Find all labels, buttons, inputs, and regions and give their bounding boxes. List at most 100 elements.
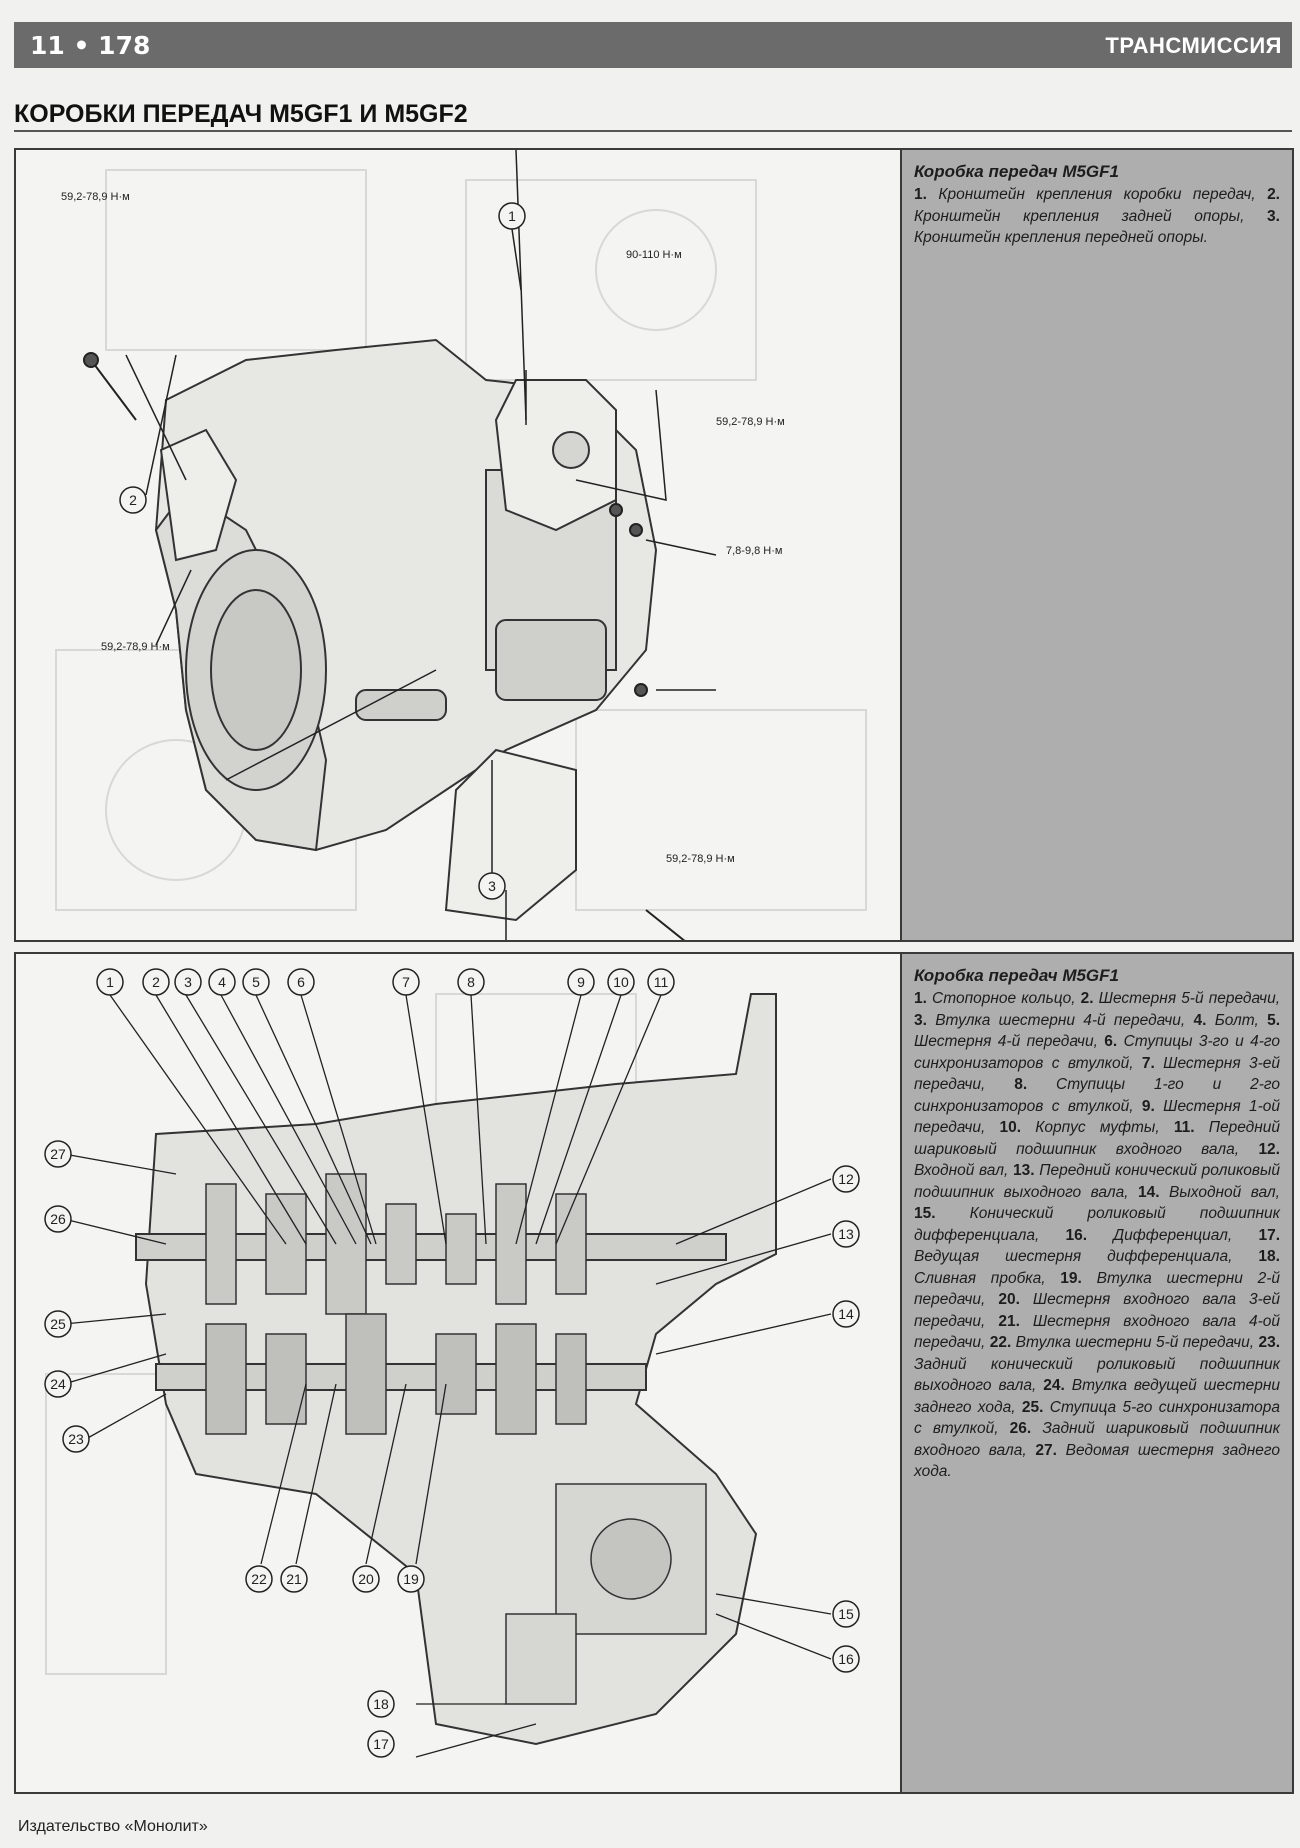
caption-item-number: 27. — [1035, 1441, 1057, 1459]
page-title: КОРОБКИ ПЕРЕДАЧ M5GF1 И M5GF2 — [14, 100, 468, 128]
caption-item-number: 6. — [1104, 1033, 1118, 1050]
caption-item-number: 1. — [914, 990, 927, 1007]
caption-item-number: 4. — [1193, 1011, 1207, 1029]
caption-item-number: 17. — [1258, 1226, 1281, 1244]
caption-item-number: 13. — [1012, 1162, 1035, 1179]
callout-number: 15 — [838, 1606, 854, 1622]
callout-number: 20 — [358, 1571, 374, 1587]
caption-item-text: Кронштейн крепления передней опоры. — [914, 229, 1208, 246]
torque-label: 59,2-78,9 Н·м — [666, 853, 735, 865]
torque-label: 90-110 Н·м — [626, 249, 682, 261]
callout-number: 2 — [129, 492, 137, 508]
caption-item-text: Ступицы 3-го и 4-го синхронизаторов с вт… — [914, 1033, 1280, 1072]
callout-number: 7 — [402, 974, 410, 990]
caption-item-text: Кронштейн крепления коробки передач, — [938, 186, 1256, 203]
caption-item-text: Задний шариковый подшипник входного вала… — [914, 1420, 1280, 1459]
callout-number: 10 — [613, 974, 629, 990]
caption-item-number: 2. — [1267, 186, 1280, 203]
callout-number: 19 — [403, 1571, 419, 1587]
caption-item-number: 1. — [914, 186, 927, 203]
caption-item-text: Втулка шестерни 2-й передачи, — [914, 1269, 1281, 1309]
callout-number: 2 — [152, 974, 160, 990]
caption-item-text: Кронштейн крепления задней опоры, — [914, 207, 1245, 225]
caption-item-number: 23. — [1258, 1334, 1281, 1351]
caption-item-number: 5. — [1267, 1011, 1281, 1029]
torque-label: 59,2-78,9 Н·м — [716, 416, 785, 428]
caption-item-text: Стопорное кольцо, — [932, 990, 1076, 1007]
callout-number: 27 — [50, 1146, 66, 1162]
callout-number: 17 — [373, 1736, 389, 1752]
section-name: ТРАНСМИССИЯ — [1105, 33, 1282, 58]
caption-item-text: Шестерня 4-й передачи, — [914, 1033, 1098, 1050]
caption-item-number: 24. — [1043, 1377, 1065, 1394]
caption-item-text: Шестерня 1-ой передачи, — [914, 1097, 1280, 1137]
gearbox-section-svg: 1 2 3 4 5 6 7 8 9 10 11 12 13 14 15 16 1… — [44, 968, 860, 1758]
caption-item-number: 14. — [1137, 1183, 1160, 1201]
caption-item-number: 19. — [1060, 1269, 1082, 1287]
callout-number: 6 — [297, 974, 305, 990]
caption-item-number: 25. — [1021, 1398, 1044, 1416]
callout-number: 1 — [508, 208, 516, 224]
torque-label: 59,2-78,9 Н·м — [61, 191, 130, 203]
caption-item-text: Втулка шестерни 4-й передачи, — [935, 1011, 1186, 1029]
callout-number: 4 — [218, 974, 226, 990]
figure-panel-2: 1 2 3 4 5 6 7 8 9 10 11 12 13 14 15 16 1… — [14, 952, 1294, 1794]
caption-item-text: Корпус муфты, — [1035, 1119, 1160, 1136]
callout-number: 25 — [50, 1316, 66, 1332]
figure-1-caption: Коробка передач M5GF1 1. Кронштейн крепл… — [900, 150, 1292, 940]
caption-item-number: 12. — [1258, 1140, 1280, 1158]
callout-number: 16 — [838, 1651, 854, 1667]
callout-number: 24 — [50, 1376, 66, 1392]
caption-item-text: Входной вал, — [914, 1162, 1009, 1179]
caption-item-number: 21. — [998, 1312, 1020, 1330]
caption-item-number: 8. — [1014, 1076, 1028, 1093]
caption-item-text: Шестерня 5-й передачи, — [1098, 990, 1281, 1007]
caption-item-number: 18. — [1258, 1248, 1280, 1265]
caption-item-number: 9. — [1141, 1097, 1155, 1115]
torque-label: 7,8-9,8 Н·м — [726, 545, 782, 557]
caption-item-text: Конический роликовый подшипник дифференц… — [914, 1205, 1280, 1244]
callout-number: 3 — [184, 974, 192, 990]
callout-number: 26 — [50, 1211, 66, 1227]
caption-list: 1. Кронштейн крепления коробки передач, … — [914, 184, 1280, 249]
callout-number: 13 — [838, 1226, 854, 1242]
callout-number: 9 — [577, 974, 585, 990]
callout-number: 8 — [467, 974, 475, 990]
figure-panel-1: 59,2-78,9 Н·м 90-110 Н·м 59,2-78,9 Н·м 7… — [14, 148, 1294, 942]
caption-item-number: 3. — [914, 1011, 927, 1029]
caption-item-number: 2. — [1080, 990, 1094, 1007]
caption-item-number: 16. — [1065, 1226, 1088, 1244]
caption-item-text: Шестерня входного вала 3-ей передачи, — [914, 1291, 1280, 1330]
title-divider — [14, 130, 1292, 132]
caption-item-text: Выходной вал, — [1169, 1183, 1280, 1201]
caption-item-number: 22. — [989, 1334, 1012, 1351]
caption-title: Коробка передач M5GF1 — [914, 162, 1119, 181]
caption-item-text: Шестерня 3-ей передачи, — [914, 1054, 1280, 1094]
callout-number: 23 — [68, 1431, 84, 1447]
caption-item-number: 3. — [1267, 207, 1280, 225]
caption-item-text: Передний конический роликовый подшипник … — [914, 1162, 1281, 1201]
caption-item-number: 11. — [1173, 1119, 1195, 1136]
gearbox-exterior-drawing: 59,2-78,9 Н·м 90-110 Н·м 59,2-78,9 Н·м 7… — [16, 150, 900, 940]
caption-list: 1. Стопорное кольцо, 2. Шестерня 5-й пер… — [914, 988, 1280, 1483]
caption-item-text: Ступица 5-го синхронизатора с втулкой, — [914, 1398, 1280, 1438]
callout-number: 21 — [286, 1571, 302, 1587]
page-header-bar: 11 • 178 ТРАНСМИССИЯ — [14, 22, 1292, 68]
callout-number: 18 — [373, 1696, 389, 1712]
gearbox-exterior-svg: 59,2-78,9 Н·м 90-110 Н·м 59,2-78,9 Н·м 7… — [55, 150, 867, 940]
callout-number: 22 — [251, 1571, 267, 1587]
caption-item-number: 20. — [998, 1291, 1020, 1308]
caption-item-number: 10. — [999, 1119, 1022, 1136]
gearbox-section-drawing: 1 2 3 4 5 6 7 8 9 10 11 12 13 14 15 16 1… — [16, 954, 900, 1792]
callout-number: 3 — [488, 878, 496, 894]
caption-item-text: Ведущая шестерня дифференциала, — [914, 1248, 1233, 1265]
caption-item-text: Шестерня входного вала 4-ой передачи, — [914, 1312, 1280, 1352]
figure-2-caption: Коробка передач M5GF1 1. Стопорное кольц… — [900, 954, 1292, 1792]
caption-item-number: 7. — [1141, 1054, 1155, 1072]
caption-item-text: Передний шариковый подшипник входного ва… — [914, 1119, 1280, 1158]
caption-item-text: Болт, — [1214, 1011, 1259, 1029]
caption-item-text: Дифференциал, — [1113, 1226, 1233, 1244]
caption-item-number: 26. — [1009, 1420, 1032, 1437]
caption-item-text: Ведомая шестерня заднего хода. — [914, 1441, 1280, 1481]
caption-item-text: Сливная пробка, — [914, 1269, 1046, 1287]
